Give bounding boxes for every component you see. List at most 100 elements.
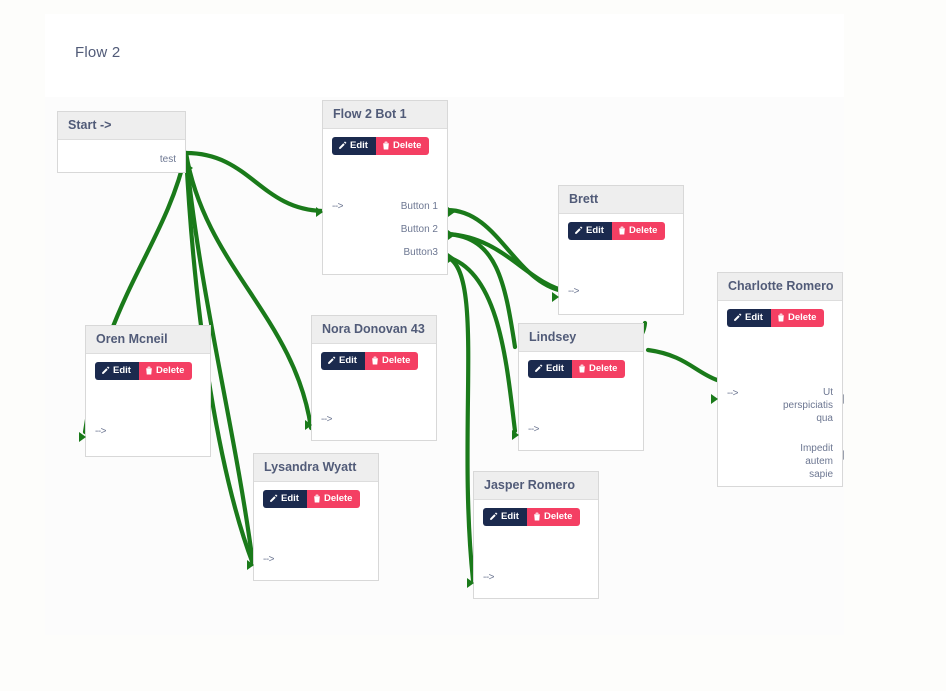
edit-icon [534, 364, 543, 373]
trash-icon [533, 512, 541, 521]
node-oren-mcneil-body: Edit Delete --> [86, 354, 210, 437]
node-jasper-romero[interactable]: Jasper Romero Edit Delete [467, 471, 599, 599]
output-label-button-3[interactable]: Button3 [403, 247, 438, 258]
edit-button[interactable]: Edit [321, 352, 365, 370]
edge-start-to-flow2bot1 [183, 150, 325, 214]
delete-button-label: Delete [787, 312, 817, 323]
edit-icon [338, 141, 347, 150]
input-port-lindsey[interactable] [512, 430, 519, 440]
node-nora-donovan-43[interactable]: Nora Donovan 43 Edit Delete [305, 315, 437, 441]
node-jasper-romero-body: Edit Delete --> [474, 500, 598, 583]
edit-button-label: Edit [586, 225, 604, 236]
input-label-lysandra-wyatt[interactable]: --> [263, 554, 275, 565]
delete-button[interactable]: Delete [138, 362, 193, 380]
output-port-ut-perspiciatis-qua[interactable] [843, 394, 844, 404]
input-label-oren-mcneil[interactable]: --> [95, 426, 107, 437]
node-oren-mcneil-title: Oren Mcneil [86, 326, 210, 354]
input-label-nora-donovan-43[interactable]: --> [321, 414, 333, 425]
output-label-button-2[interactable]: Button 2 [400, 224, 438, 235]
output-port-button-1[interactable] [448, 207, 455, 217]
input-label-charlotte-romero[interactable]: --> [727, 388, 739, 399]
node-action-buttons: Edit Delete [332, 137, 438, 155]
delete-button[interactable]: Delete [770, 309, 825, 327]
trash-icon [382, 141, 390, 150]
node-flow-2-bot-1-body: Edit Delete --> Button 1 Button 2 Button… [323, 129, 447, 258]
delete-button[interactable]: Delete [611, 222, 666, 240]
edge-button1-to-brett [444, 207, 572, 295]
output-port-test[interactable] [186, 163, 193, 173]
node-flow-2-bot-1[interactable]: Flow 2 Bot 1 Edit Delete [316, 100, 455, 275]
output-label-button-1[interactable]: Button 1 [400, 201, 438, 212]
input-port-lysandra-wyatt[interactable] [247, 560, 254, 570]
output-port-impedit-autem-sapie[interactable] [843, 450, 844, 460]
node-start-body: test [58, 140, 185, 184]
edge-button2-to-brett [444, 231, 572, 295]
output-port-button-2[interactable] [448, 230, 455, 240]
edit-icon [269, 494, 278, 503]
input-label-lindsey[interactable]: --> [528, 424, 540, 435]
node-start[interactable]: Start -> test [57, 111, 193, 173]
delete-button-label: Delete [392, 140, 422, 151]
delete-button[interactable]: Delete [571, 360, 626, 378]
node-lindsey[interactable]: Lindsey Edit Delete [512, 323, 644, 451]
edge-button3-to-jasper [444, 254, 476, 583]
delete-button[interactable]: Delete [306, 490, 361, 508]
input-port-jasper-romero[interactable] [467, 578, 474, 588]
node-start-output-label[interactable]: test [159, 154, 176, 165]
trash-icon [313, 494, 321, 503]
delete-button-label: Delete [323, 493, 353, 504]
edge-button3-to-lindsey [444, 254, 518, 434]
output-label-ut-perspiciatis-qua[interactable]: Ut perspiciatis qua [783, 386, 833, 425]
node-charlotte-romero[interactable]: Charlotte Romero Edit Delete [711, 272, 844, 487]
input-port-brett[interactable] [552, 292, 559, 302]
node-brett-title: Brett [559, 186, 683, 214]
input-port-nora-donovan-43[interactable] [305, 420, 312, 430]
output-line: qua [816, 413, 833, 424]
node-action-buttons: Edit Delete [95, 362, 201, 380]
edit-button-label: Edit [113, 365, 131, 376]
input-label-jasper-romero[interactable]: --> [483, 572, 495, 583]
edit-button-label: Edit [745, 312, 763, 323]
node-lysandra-wyatt[interactable]: Lysandra Wyatt Edit Delete [247, 453, 379, 581]
edit-button[interactable]: Edit [727, 309, 771, 327]
output-line: sapie [809, 469, 833, 480]
edit-button-label: Edit [281, 493, 299, 504]
input-label-brett[interactable]: --> [568, 286, 580, 297]
input-port-flow-2-bot-1[interactable] [316, 207, 323, 217]
node-brett[interactable]: Brett Edit Delete [552, 185, 684, 315]
output-label-impedit-autem-sapie[interactable]: Impedit autem sapie [800, 442, 833, 481]
output-line: perspiciatis [782, 400, 833, 411]
trash-icon [777, 313, 785, 322]
node-flow-2-bot-1-title: Flow 2 Bot 1 [323, 101, 447, 129]
input-port-charlotte-romero[interactable] [711, 394, 718, 404]
edit-icon [101, 366, 110, 375]
node-action-buttons: Edit Delete [528, 360, 634, 378]
edit-icon [327, 356, 336, 365]
output-port-button-3[interactable] [448, 253, 455, 263]
output-line: autem [805, 456, 833, 467]
edit-button-label: Edit [501, 511, 519, 522]
input-label-flow-2-bot-1[interactable]: --> [332, 201, 344, 212]
edit-icon [574, 226, 583, 235]
trash-icon [578, 364, 586, 373]
delete-button[interactable]: Delete [364, 352, 419, 370]
delete-button[interactable]: Delete [375, 137, 430, 155]
flow-canvas[interactable]: Start -> test Flow 2 Bot 1 Edit [45, 97, 844, 635]
edit-button-label: Edit [339, 355, 357, 366]
delete-button[interactable]: Delete [526, 508, 581, 526]
edit-button[interactable]: Edit [263, 490, 307, 508]
node-start-title: Start -> [58, 112, 185, 140]
input-port-oren-mcneil[interactable] [79, 432, 86, 442]
delete-button-label: Delete [628, 225, 658, 236]
node-action-buttons: Edit Delete [321, 352, 427, 370]
node-oren-mcneil[interactable]: Oren Mcneil Edit Delete [79, 325, 211, 457]
node-nora-donovan-43-title: Nora Donovan 43 [312, 316, 436, 344]
page-title: Flow 2 [75, 44, 121, 61]
edit-button[interactable]: Edit [95, 362, 139, 380]
node-nora-donovan-43-body: Edit Delete --> [312, 344, 436, 425]
edit-button[interactable]: Edit [483, 508, 527, 526]
edit-button[interactable]: Edit [528, 360, 572, 378]
edit-button[interactable]: Edit [332, 137, 376, 155]
edit-button[interactable]: Edit [568, 222, 612, 240]
